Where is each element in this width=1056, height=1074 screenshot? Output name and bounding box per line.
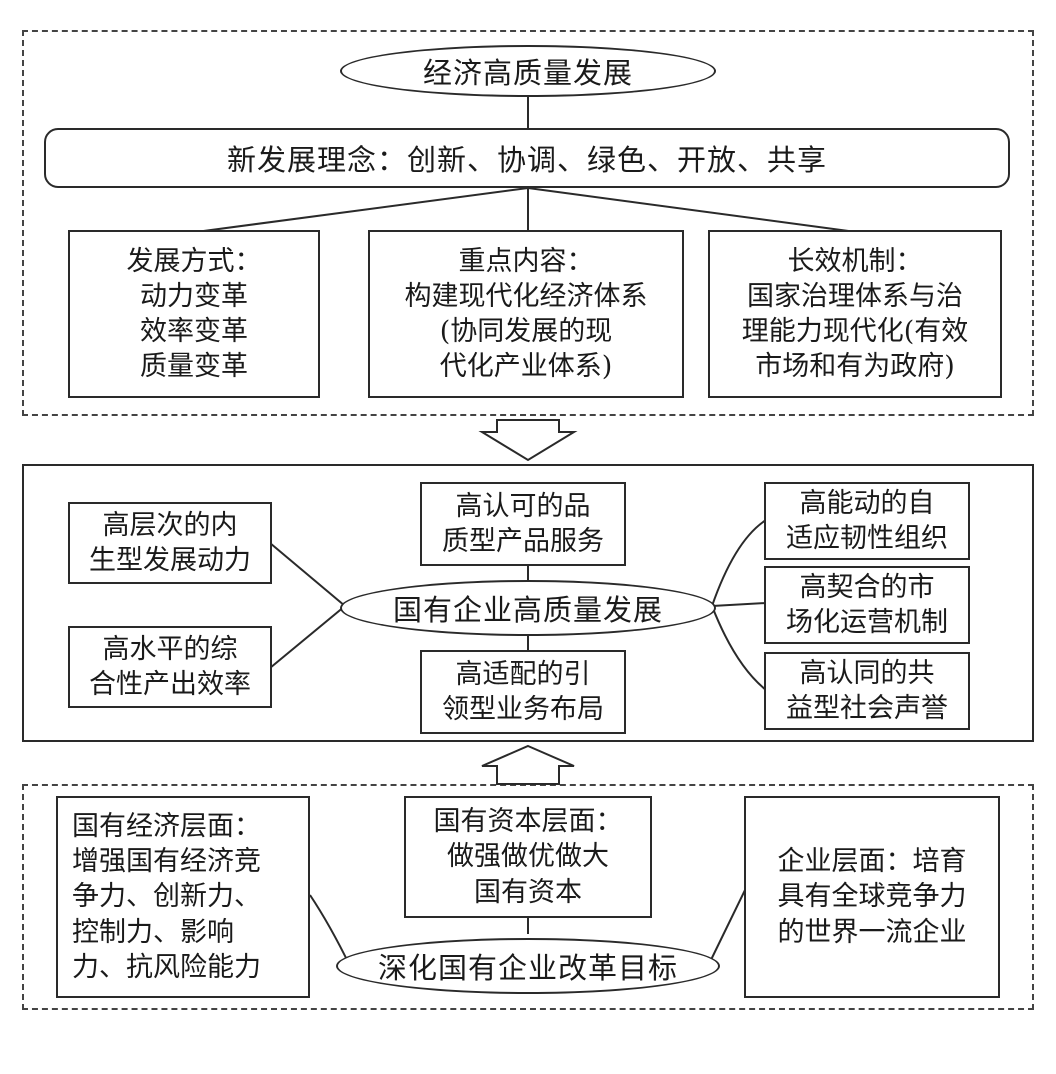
development-method-box: 发展方式： 动力变革 效率变革 质量变革 xyxy=(68,230,320,398)
soe-development-oval: 国有企业高质量发展 xyxy=(340,580,716,636)
inner-driver-box: 高层次的内 生型发展动力 xyxy=(68,502,272,584)
connector-center-right2 xyxy=(711,602,767,607)
business-layout-box: 高适配的引 领型业务布局 xyxy=(420,650,626,734)
state-capital-box: 国有资本层面： 做强做优做大 国有资本 xyxy=(404,796,652,918)
output-efficiency-box: 高水平的综 合性产出效率 xyxy=(68,626,272,708)
state-economy-box: 国有经济层面： 增强国有经济竞 争力、创新力、 控制力、影响 力、抗风险能力 xyxy=(56,796,310,998)
product-service-box: 高认可的品 质型产品服务 xyxy=(420,482,626,566)
focus-content-box: 重点内容： 构建现代化经济体系 (协同发展的现 代化产业体系) xyxy=(368,230,684,398)
connector-center-right3 xyxy=(711,605,767,691)
resilient-organization-box: 高能动的自 适应韧性组织 xyxy=(764,482,970,560)
reform-goal-oval: 深化国有企业改革目标 xyxy=(336,938,720,994)
connector-bottomcenter-right xyxy=(707,887,747,967)
concept-box: 新发展理念：创新、协调、绿色、开放、共享 xyxy=(44,128,1010,188)
connector-center-lefttop xyxy=(269,542,346,607)
connector-center-right1 xyxy=(711,519,767,607)
connector-bottomcenter-left xyxy=(309,894,351,967)
up-arrow xyxy=(481,744,575,785)
long-term-mechanism-box: 长效机制： 国家治理体系与治 理能力现代化(有效 市场和有为政府) xyxy=(708,230,1002,398)
connector-center-leftbottom xyxy=(269,605,346,669)
top-section-frame xyxy=(22,30,1034,416)
market-mechanism-box: 高契合的市 场化运营机制 xyxy=(764,566,970,644)
connector-concept-mechanism xyxy=(527,187,857,233)
social-reputation-box: 高认同的共 益型社会声誉 xyxy=(764,652,970,730)
middle-section-frame xyxy=(22,464,1034,742)
enterprise-level-box: 企业层面：培育 具有全球竞争力 的世界一流企业 xyxy=(744,796,1000,998)
down-arrow xyxy=(478,419,578,462)
top-title-oval: 经济高质量发展 xyxy=(340,45,716,97)
connector-concept-method xyxy=(195,187,529,233)
